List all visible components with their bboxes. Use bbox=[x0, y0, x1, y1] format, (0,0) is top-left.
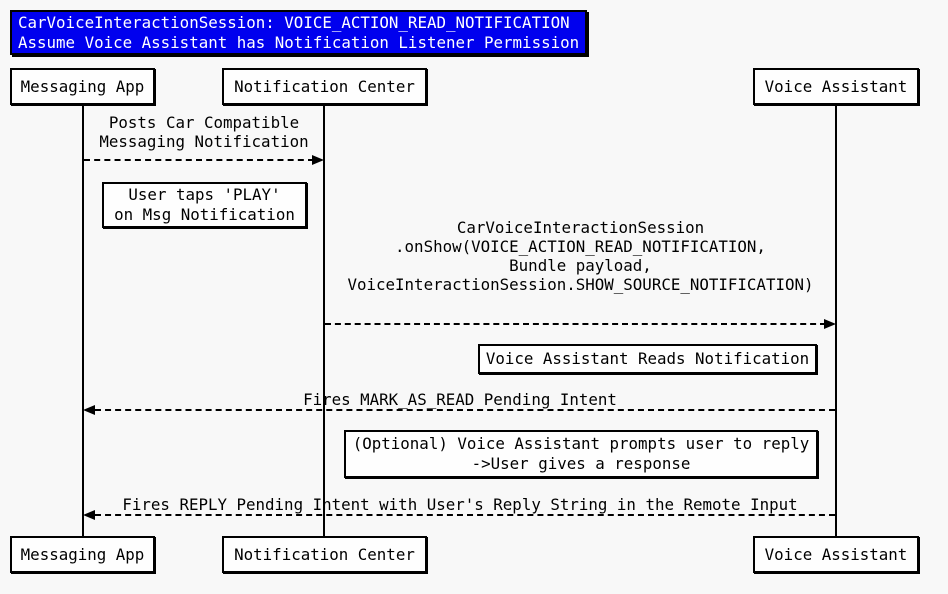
participant-box-voice-assistant-top: Voice Assistant bbox=[753, 68, 919, 105]
participant-box-notification-center-top: Notification Center bbox=[222, 68, 427, 105]
participant-label-notification-center: Notification Center bbox=[234, 77, 415, 96]
arrowhead-left-icon bbox=[83, 405, 95, 415]
note-text-line: Voice Assistant Reads Notification bbox=[485, 349, 810, 368]
participant-label-voice-assistant: Voice Assistant bbox=[764, 545, 908, 564]
lifeline-notification-center bbox=[323, 105, 325, 536]
participant-label-messaging-app: Messaging App bbox=[20, 545, 145, 564]
message-label-reply-intent: Fires REPLY Pending Intent with User's R… bbox=[84, 495, 836, 514]
message-text-line: .onShow(VOICE_ACTION_READ_NOTIFICATION, bbox=[395, 237, 766, 256]
participant-box-messaging-app-bottom: Messaging App bbox=[10, 536, 155, 573]
message-label-onshow: CarVoiceInteractionSession .onShow(VOICE… bbox=[325, 218, 836, 294]
participant-box-voice-assistant-bottom: Voice Assistant bbox=[753, 536, 919, 573]
arrow-reply-intent bbox=[95, 514, 835, 516]
arrow-mark-as-read bbox=[95, 409, 835, 411]
arrow-posts-notification bbox=[84, 159, 314, 161]
message-text-line: Bundle payload, bbox=[509, 256, 652, 275]
participant-label-messaging-app: Messaging App bbox=[20, 77, 145, 96]
arrow-onshow bbox=[325, 323, 826, 325]
diagram-title-box: CarVoiceInteractionSession: VOICE_ACTION… bbox=[10, 10, 587, 55]
note-text-line: on Msg Notification bbox=[114, 205, 295, 224]
participant-label-voice-assistant: Voice Assistant bbox=[764, 77, 908, 96]
message-label-mark-as-read: Fires MARK_AS_READ Pending Intent bbox=[84, 390, 836, 409]
note-optional-prompt-reply: (Optional) Voice Assistant prompts user … bbox=[344, 430, 818, 478]
message-text-line: Posts Car Compatible bbox=[108, 113, 300, 132]
arrowhead-right-icon bbox=[312, 155, 324, 165]
title-line-1: CarVoiceInteractionSession: VOICE_ACTION… bbox=[18, 13, 570, 32]
participant-box-messaging-app-top: Messaging App bbox=[10, 68, 155, 105]
note-text-line: (Optional) Voice Assistant prompts user … bbox=[352, 434, 810, 453]
participant-box-notification-center-bottom: Notification Center bbox=[222, 536, 427, 573]
message-text-line: CarVoiceInteractionSession bbox=[456, 218, 705, 237]
message-label-posts-notification: Posts Car Compatible Messaging Notificat… bbox=[64, 113, 344, 151]
message-text-line: Fires MARK_AS_READ Pending Intent bbox=[303, 390, 617, 409]
arrowhead-right-icon bbox=[824, 319, 836, 329]
note-user-taps-play: User taps 'PLAY' on Msg Notification bbox=[102, 182, 307, 228]
lifeline-voice-assistant bbox=[835, 105, 837, 536]
note-text-line: ->User gives a response bbox=[471, 454, 691, 473]
title-line-2: Assume Voice Assistant has Notification … bbox=[18, 33, 580, 52]
note-text-line: User taps 'PLAY' bbox=[128, 185, 281, 204]
message-text-line: Fires REPLY Pending Intent with User's R… bbox=[122, 495, 798, 514]
note-voice-assistant-reads: Voice Assistant Reads Notification bbox=[478, 344, 817, 374]
message-text-line: VoiceInteractionSession.SHOW_SOURCE_NOTI… bbox=[347, 275, 814, 294]
lifeline-messaging-app bbox=[82, 105, 84, 536]
message-text-line: Messaging Notification bbox=[99, 132, 309, 151]
participant-label-notification-center: Notification Center bbox=[234, 545, 415, 564]
arrowhead-left-icon bbox=[83, 510, 95, 520]
